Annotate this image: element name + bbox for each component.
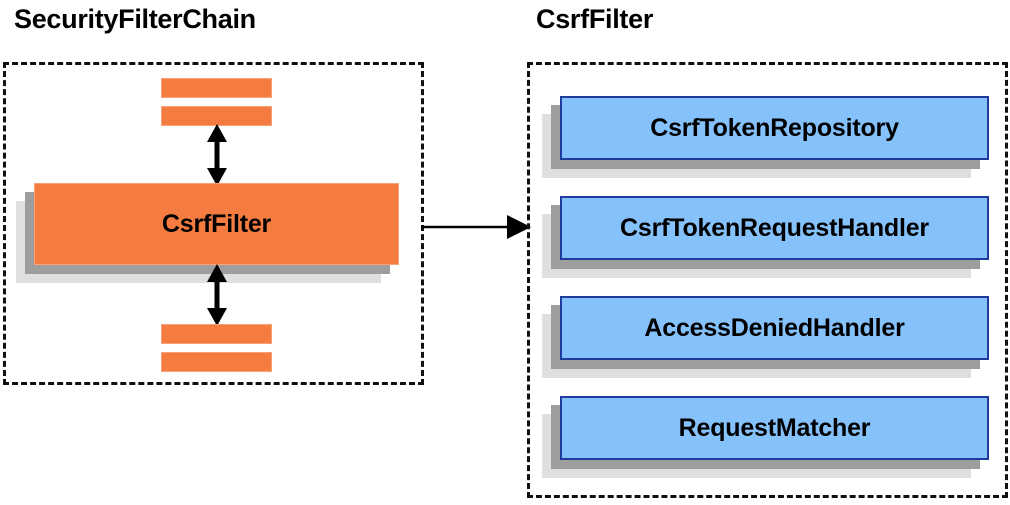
filter-bar-below-1 — [161, 324, 272, 344]
collaborator-box-csrf-token-repository[interactable]: CsrfTokenRepository — [560, 96, 989, 160]
collaborator-box-request-matcher[interactable]: RequestMatcher — [560, 396, 989, 460]
collaborator-box-access-denied-handler[interactable]: AccessDeniedHandler — [560, 296, 989, 360]
filter-bar-above-1 — [161, 78, 272, 98]
filter-bar-below-2 — [161, 352, 272, 372]
arrow-below-csrffilter — [207, 264, 227, 326]
left-panel-title: SecurityFilterChain — [14, 4, 256, 34]
csrffilter-detail-panel — [527, 62, 1008, 498]
filter-bar-above-2 — [161, 106, 272, 126]
connector-arrow-to-csrffilter-detail — [421, 215, 531, 239]
arrow-above-csrffilter — [207, 124, 227, 186]
collaborator-box-csrf-token-request-handler[interactable]: CsrfTokenRequestHandler — [560, 196, 989, 260]
security-filter-chain-panel — [3, 62, 424, 385]
right-panel-title: CsrfFilter — [536, 4, 654, 34]
csrffilter-box[interactable]: CsrfFilter — [34, 183, 399, 265]
